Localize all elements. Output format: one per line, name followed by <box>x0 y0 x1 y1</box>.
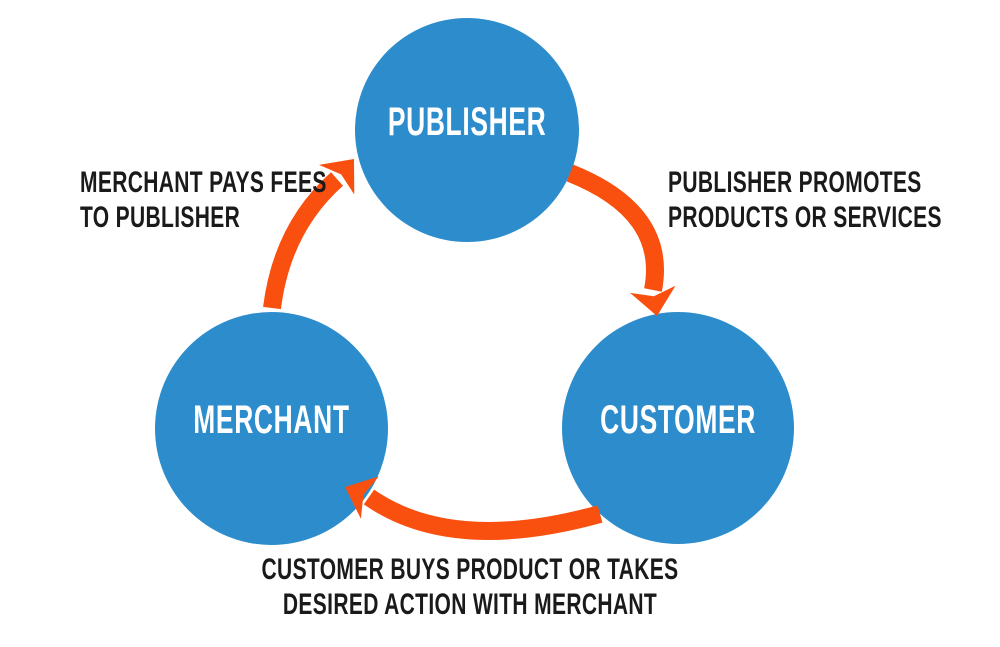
edge-label-merchant-pays-fees: MERCHANT PAYS FEES TO PUBLISHER <box>80 165 432 235</box>
edge-label-line: PRODUCTS OR SERVICES <box>668 201 942 234</box>
edge-label-line: PUBLISHER PROMOTES <box>668 166 922 199</box>
node-merchant-label: MERCHANT <box>193 398 350 442</box>
node-publisher-label: PUBLISHER <box>387 99 547 144</box>
node-customer: CUSTOMER <box>562 312 794 544</box>
edge-label-line: MERCHANT PAYS FEES <box>80 166 327 199</box>
arrow-publisher-to-customer-icon <box>566 164 676 316</box>
node-merchant: MERCHANT <box>155 312 388 545</box>
node-publisher: PUBLISHER <box>355 18 579 242</box>
edge-label-publisher-promotes: PUBLISHER PROMOTES PRODUCTS OR SERVICES <box>668 165 1000 235</box>
edge-label-customer-buys: CUSTOMER BUYS PRODUCT OR TAKES DESIRED A… <box>0 552 940 622</box>
edge-label-line: TO PUBLISHER <box>80 201 241 234</box>
edge-label-line: DESIRED ACTION WITH MERCHANT <box>282 588 658 621</box>
edge-label-line: CUSTOMER BUYS PRODUCT OR TAKES <box>261 553 679 586</box>
node-customer-label: CUSTOMER <box>600 397 756 442</box>
